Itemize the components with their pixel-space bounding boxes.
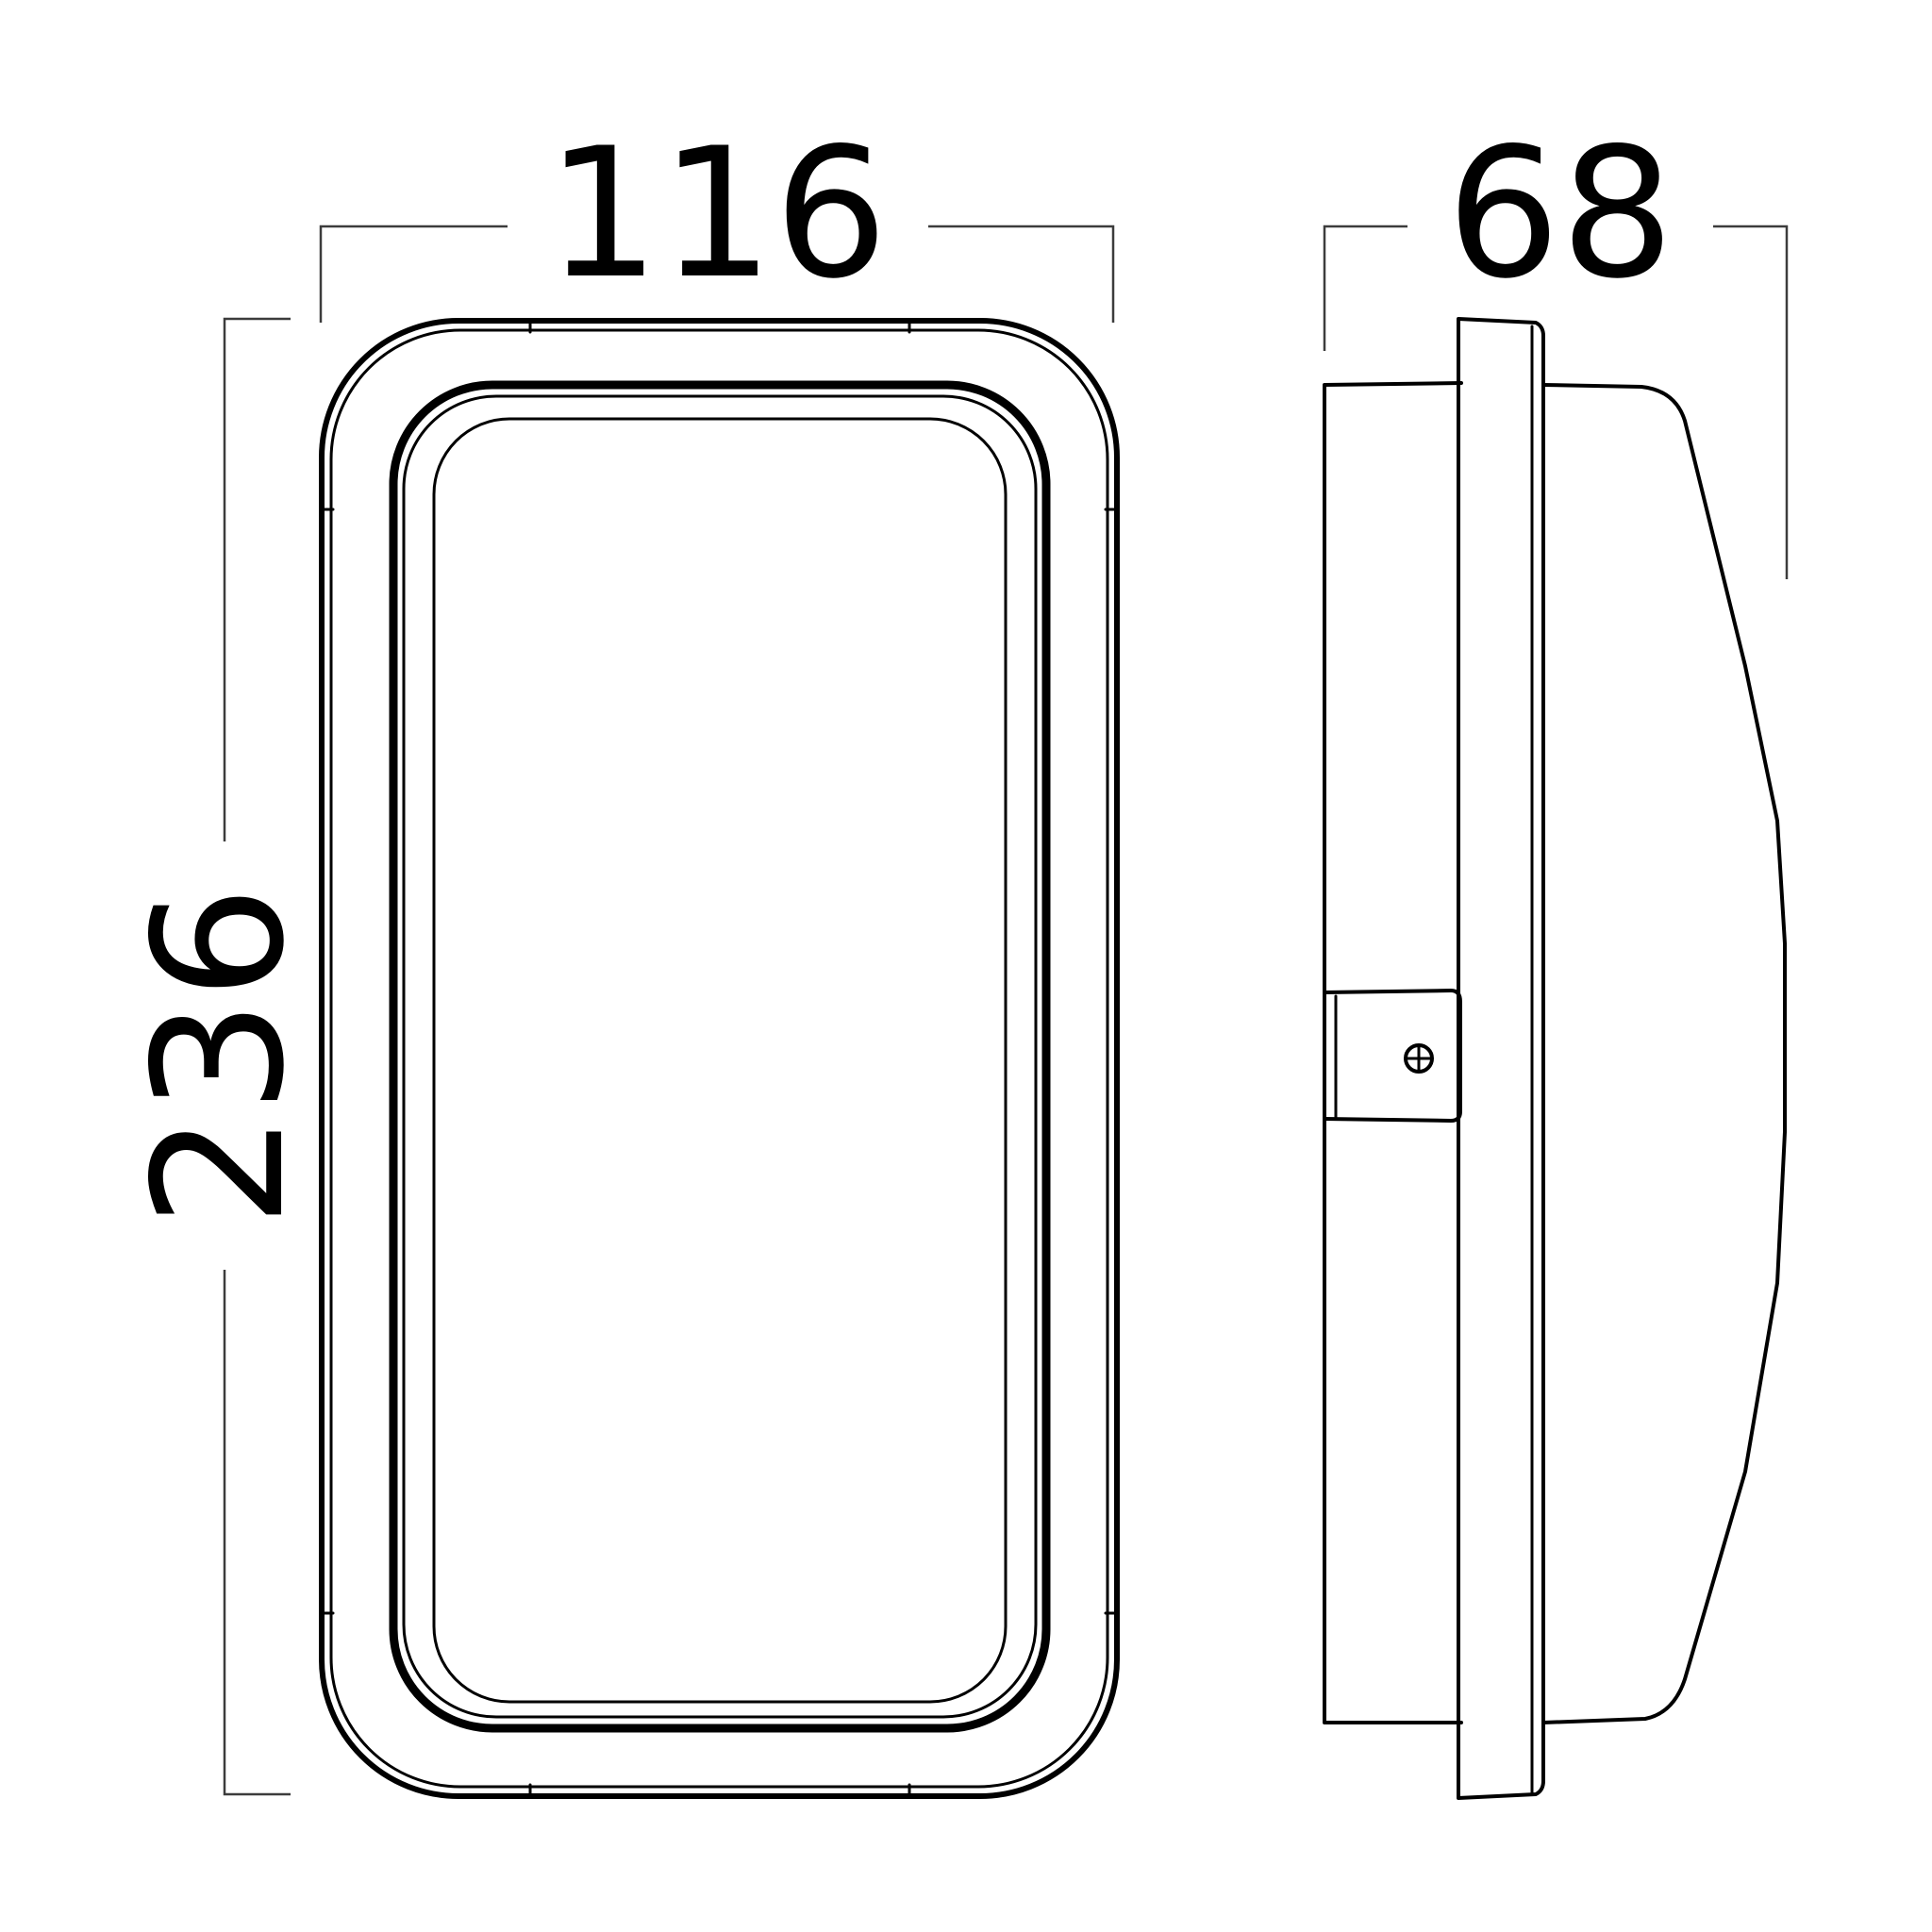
- width-dimension-right-line: [928, 225, 1115, 323]
- height-dimension-bottom-line: [223, 1270, 291, 1796]
- height-dimension-top-line: [223, 317, 291, 841]
- depth-dimension-left-line: [1323, 225, 1407, 351]
- front-bezel-inner-edge: [402, 394, 1038, 1719]
- depth-dimension-label: 68: [1446, 109, 1674, 318]
- width-dimension-label: 116: [546, 109, 889, 318]
- side-view: [1323, 317, 1787, 1800]
- front-outer-housing: [319, 318, 1120, 1799]
- front-view: [319, 318, 1120, 1799]
- dimension-lines: [223, 225, 1789, 1796]
- front-diffuser: [432, 417, 1008, 1704]
- side-screw-icon: [1404, 1043, 1434, 1074]
- front-bezel: [389, 380, 1051, 1733]
- side-dome: [1541, 383, 1787, 1724]
- side-base-box: [1323, 381, 1463, 1724]
- width-dimension-left-line: [319, 225, 508, 323]
- side-mount-bracket: [1323, 989, 1462, 1123]
- front-housing-inner-edge: [329, 328, 1109, 1789]
- depth-dimension-right-line: [1713, 225, 1789, 579]
- side-flange: [1457, 317, 1545, 1800]
- height-dimension-label: 236: [115, 886, 324, 1228]
